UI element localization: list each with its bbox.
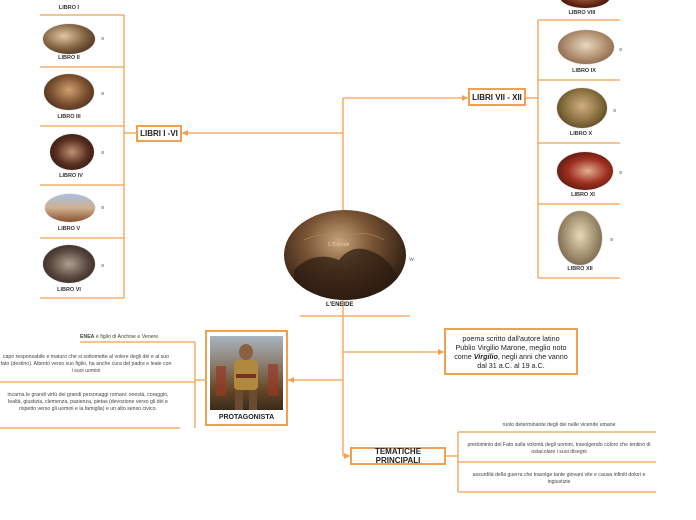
branch-libri-vii-xii[interactable]: LIBRI VII - XII — [468, 88, 526, 106]
book-label-iv[interactable]: LIBRO IV — [59, 173, 83, 179]
branch-protagonist[interactable]: PROTAGONISTA — [205, 330, 288, 426]
branch-protagonist-label: PROTAGONISTA — [218, 414, 275, 421]
book-note-icon-iii[interactable]: ≡ — [101, 91, 105, 97]
protagonist-name: ENEA — [80, 334, 95, 340]
center-image-caption: L'Eneide — [328, 242, 350, 248]
book-note-icon-x[interactable]: ≡ — [613, 108, 617, 114]
protagonist-note-1: ENEA è figlio di Anchise e Venere. — [80, 334, 195, 341]
protagonist-image — [210, 336, 283, 410]
book-note-icon-vi[interactable]: ≡ — [101, 263, 105, 269]
book-label-xi[interactable]: LIBRO XI — [571, 192, 595, 198]
protagonist-note-3: incarna le grandi virtù dei grandi perso… — [7, 392, 169, 412]
book-note-icon-xii[interactable]: ≡ — [610, 237, 614, 243]
branch-libri-i-vi[interactable]: LIBRI I -VI — [136, 125, 182, 142]
map-illustration — [294, 233, 399, 300]
book-label-i[interactable]: LIBRO I — [58, 5, 80, 11]
book-label-viii[interactable]: LIBRO VIII — [568, 10, 596, 16]
protagonist-note-1-text: è figlio di Anchise e Venere. — [94, 334, 160, 340]
center-title[interactable]: L'ENEIDE — [326, 302, 354, 308]
description-line-3-pre: come — [454, 351, 474, 361]
branch-libri-i-vi-label: LIBRI I -VI — [140, 129, 178, 138]
book-note-icon-ix[interactable]: ≡ — [619, 47, 623, 53]
branch-description[interactable]: poema scritto dall'autore latino Publio … — [444, 328, 578, 375]
description-line-2: Publio Virgilio Marone, meglio noto — [455, 342, 567, 352]
description-line-3-post: , negli anni che vanno — [497, 351, 568, 361]
description-line-4: dal 31 a.C. al 19 a.C. — [477, 360, 545, 370]
theme-item-3: assurdità della guerra che travolge tant… — [472, 472, 646, 485]
book-label-x[interactable]: LIBRO X — [569, 131, 593, 137]
book-label-xii[interactable]: LIBRO XII — [567, 266, 593, 272]
description-line-1: poema scritto dall'autore latino — [462, 333, 560, 343]
theme-item-1: ruolo determinante degli dei nelle vicen… — [502, 422, 616, 428]
center-note: W — [409, 257, 415, 263]
theme-item-2: predominio del Fato sulla volontà degli … — [467, 442, 651, 455]
book-label-ix[interactable]: LIBRO IX — [572, 68, 596, 74]
book-thumb-ii — [43, 24, 95, 54]
book-thumb-v — [45, 194, 95, 222]
branch-libri-vii-xii-label: LIBRI VII - XII — [472, 92, 522, 102]
book-note-icon-ii[interactable]: ≡ — [101, 36, 105, 42]
book-note-icon-iv[interactable]: ≡ — [101, 150, 105, 156]
book-label-ii[interactable]: LIBRO II — [58, 55, 80, 61]
book-thumb-viii — [560, 0, 610, 8]
book-note-icon-v[interactable]: ≡ — [101, 205, 105, 211]
branch-themes-label: TEMATICHE PRINCIPALI — [374, 447, 422, 465]
book-label-vi[interactable]: LIBRO VI — [57, 287, 81, 293]
description-author: Virgilio — [473, 351, 498, 361]
book-thumb-ix — [558, 30, 614, 64]
book-thumb-iv — [50, 134, 94, 170]
book-label-v[interactable]: LIBRO V — [57, 226, 81, 232]
book-thumb-vi — [43, 245, 95, 283]
book-thumb-x — [557, 88, 607, 128]
book-thumb-xii — [558, 211, 602, 265]
book-thumb-iii — [44, 74, 94, 110]
warrior-figure — [216, 344, 278, 410]
book-label-iii[interactable]: LIBRO III — [57, 114, 81, 120]
book-thumb-xi — [557, 152, 613, 190]
branch-themes[interactable]: TEMATICHE PRINCIPALI — [350, 447, 446, 465]
center-image: L'Eneide — [284, 210, 406, 300]
book-note-icon-xi[interactable]: ≡ — [619, 170, 623, 176]
protagonist-note-2: capo responsabile e maturo che si sottom… — [0, 354, 172, 374]
